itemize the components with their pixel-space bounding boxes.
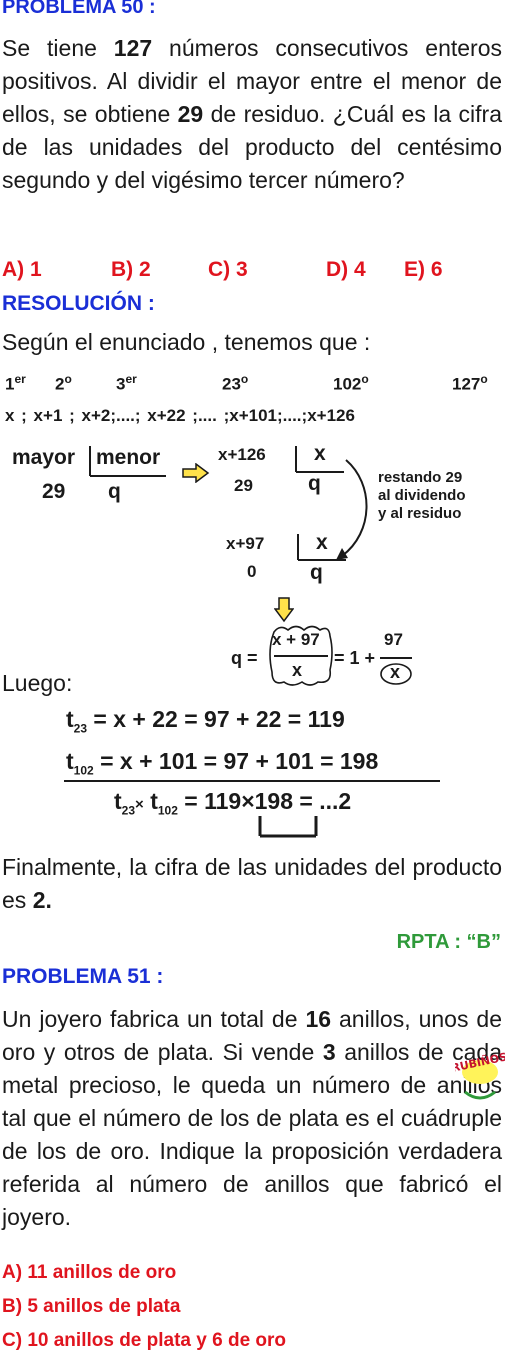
division-remainder: 29 (42, 480, 66, 503)
option-51-a: A) 11 anillos de oro (2, 1262, 177, 1283)
fraction2-bar (380, 657, 412, 685)
division1-dividend: x+126 (218, 445, 266, 464)
problem-51-title: PROBLEMA 51 : (2, 965, 164, 988)
statement-text: Un joyero fabrica un total de (2, 1006, 306, 1032)
sum-line (64, 780, 440, 782)
option-d: D) 4 (326, 258, 366, 281)
quotient-denominator: x (292, 660, 303, 680)
ordinal-3: 3er (116, 372, 137, 394)
statement-text: anillos de cada metal precioso, le queda… (2, 1039, 502, 1230)
option-b: B) 2 (111, 258, 151, 281)
quotient-numerator: x + 97 (272, 630, 320, 649)
product-equation: t23× t102 = 119×198 = ...2 (114, 788, 352, 818)
curved-arrow-icon (336, 459, 368, 560)
terms-row: x ; x+1 ; x+2;....; x+22 ;.... ;x+101;..… (5, 406, 355, 425)
option-c: C) 3 (208, 258, 248, 281)
statement-number: 29 (177, 101, 204, 127)
statement-text: Se tiene (2, 35, 114, 61)
division-dividend-word: mayor (12, 446, 76, 469)
subtraction-note: restando 29 al dividendo y al residuo (378, 469, 466, 522)
division2-remainder: 0 (247, 562, 257, 581)
quotient-denominator-2: x (390, 662, 401, 682)
division1-quotient: q (308, 472, 321, 495)
t102-equation: t102 = x + 101 = 97 + 101 = 198 (66, 748, 379, 778)
cloud-fraction-frame (269, 625, 333, 686)
statement-text: anillos, unos de oro y otros de plata. S… (2, 1006, 502, 1065)
problem-50-statement: Se tiene 127 números consecutivos entero… (2, 32, 502, 197)
problem-50-title: PROBLEMA 50 : (2, 0, 156, 18)
division-quotient: q (108, 480, 121, 503)
problem-51-statement: Un joyero fabrica un total de 16 anillos… (2, 1003, 502, 1234)
division2-divisor: x (316, 531, 328, 554)
option-e: E) 6 (404, 258, 443, 281)
ordinal-2: 2o (55, 372, 72, 394)
quotient-label: q = (231, 648, 258, 668)
units-bracket (258, 816, 318, 838)
division-divisor-word: menor (96, 446, 161, 469)
division1-divisor: x (314, 442, 326, 465)
ordinal-23: 23o (222, 372, 249, 394)
division2-bracket (297, 534, 346, 561)
option-51-c: C) 10 anillos de plata y 6 de oro (2, 1330, 287, 1351)
option-51-b: B) 5 anillos de plata (2, 1296, 181, 1317)
division1-remainder: 29 (234, 476, 253, 495)
rubinos-logo: RUBIÑOS (450, 1038, 505, 1108)
down-arrow-icon (274, 597, 294, 623)
resolution-intro: Según el enunciado , tenemos que : (2, 329, 371, 355)
resolution-title: RESOLUCIÓN : (2, 292, 155, 315)
ordinal-127: 127o (452, 372, 488, 394)
final-statement: Finalmente, la cifra de las unidades del… (2, 854, 502, 913)
statement-text: números consecutivos enteros positivos. … (2, 35, 502, 127)
t23-equation: t23 = x + 22 = 97 + 22 = 119 (66, 706, 345, 736)
division2-dividend: x+97 (226, 534, 265, 553)
division1-bracket (295, 446, 344, 473)
statement-number: 127 (113, 35, 153, 61)
right-arrow-icon (182, 463, 210, 483)
statement-number: 16 (305, 1006, 332, 1032)
statement-text: de residuo. ¿Cuál es la cifra de las uni… (2, 101, 502, 193)
luego-label: Luego: (2, 670, 73, 696)
answer-label: RPTA : “B” (396, 931, 501, 953)
ordinal-102: 102o (333, 372, 369, 394)
statement-number: 3 (322, 1039, 336, 1065)
quotient-numerator-2: 97 (384, 630, 403, 649)
division2-quotient: q (310, 561, 323, 584)
division-bracket (89, 446, 166, 477)
option-a: A) 1 (2, 258, 42, 281)
quotient-middle: = 1 + (334, 648, 376, 668)
ordinal-1: 1er (5, 372, 26, 394)
